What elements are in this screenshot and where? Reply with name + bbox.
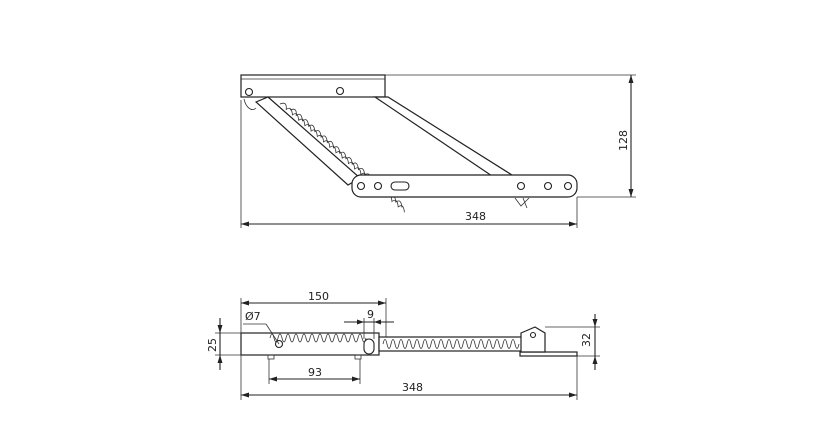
plate-hole: [244, 87, 254, 97]
dim-label-93: 93: [308, 366, 322, 379]
arrowhead: [217, 355, 223, 363]
top-view: 150 Ø7 9 25 93 348: [206, 290, 600, 400]
bottom-mounting-plate: [351, 174, 578, 198]
plate-slot: [390, 181, 410, 191]
tab: [267, 354, 275, 360]
arrowhead: [374, 319, 381, 325]
dim-label-width: 348: [465, 210, 486, 223]
plate-hole: [543, 181, 553, 191]
dim-label-25: 25: [206, 338, 219, 352]
plate-hole: [563, 181, 573, 191]
plate-hole: [516, 181, 526, 191]
dim-label-height: 128: [617, 130, 630, 151]
plate-hole: [373, 181, 383, 191]
dim-label-348: 348: [402, 381, 423, 394]
upper-arm: [254, 96, 362, 186]
arrowhead: [628, 75, 634, 83]
arrowhead: [628, 189, 634, 197]
arrowhead: [241, 221, 249, 227]
dim-label-150: 150: [308, 290, 329, 303]
arrowhead: [592, 319, 598, 327]
side-view: 348 128: [240, 74, 636, 228]
arrowhead: [217, 325, 223, 333]
leader-line: [265, 323, 280, 345]
dim-label-32: 32: [580, 333, 593, 347]
main-arm: [373, 96, 514, 179]
arrowhead: [569, 221, 577, 227]
arrowhead: [378, 300, 386, 306]
slot: [363, 338, 375, 355]
dim-label-9: 9: [367, 308, 374, 321]
arrowhead: [592, 356, 598, 364]
arrowhead: [241, 300, 249, 306]
spring-hook: [514, 197, 530, 209]
spring-coils-right: [382, 339, 520, 349]
spring-coils: [269, 333, 367, 343]
spring-housing: [378, 336, 530, 352]
arrowhead: [241, 392, 249, 398]
top-mounting-plate: [240, 74, 386, 98]
hook-bracket: [520, 326, 546, 353]
arrowhead: [569, 392, 577, 398]
pivot-tab: [243, 98, 257, 110]
arrowhead: [352, 376, 360, 382]
plate-hole: [356, 181, 366, 191]
dim-label-dia: Ø7: [245, 310, 261, 323]
arrowhead: [357, 319, 364, 325]
hook-hole: [529, 331, 537, 339]
plate-hole: [335, 86, 345, 96]
tab: [354, 354, 362, 360]
arrowhead: [269, 376, 277, 382]
base-plate: [519, 351, 578, 357]
